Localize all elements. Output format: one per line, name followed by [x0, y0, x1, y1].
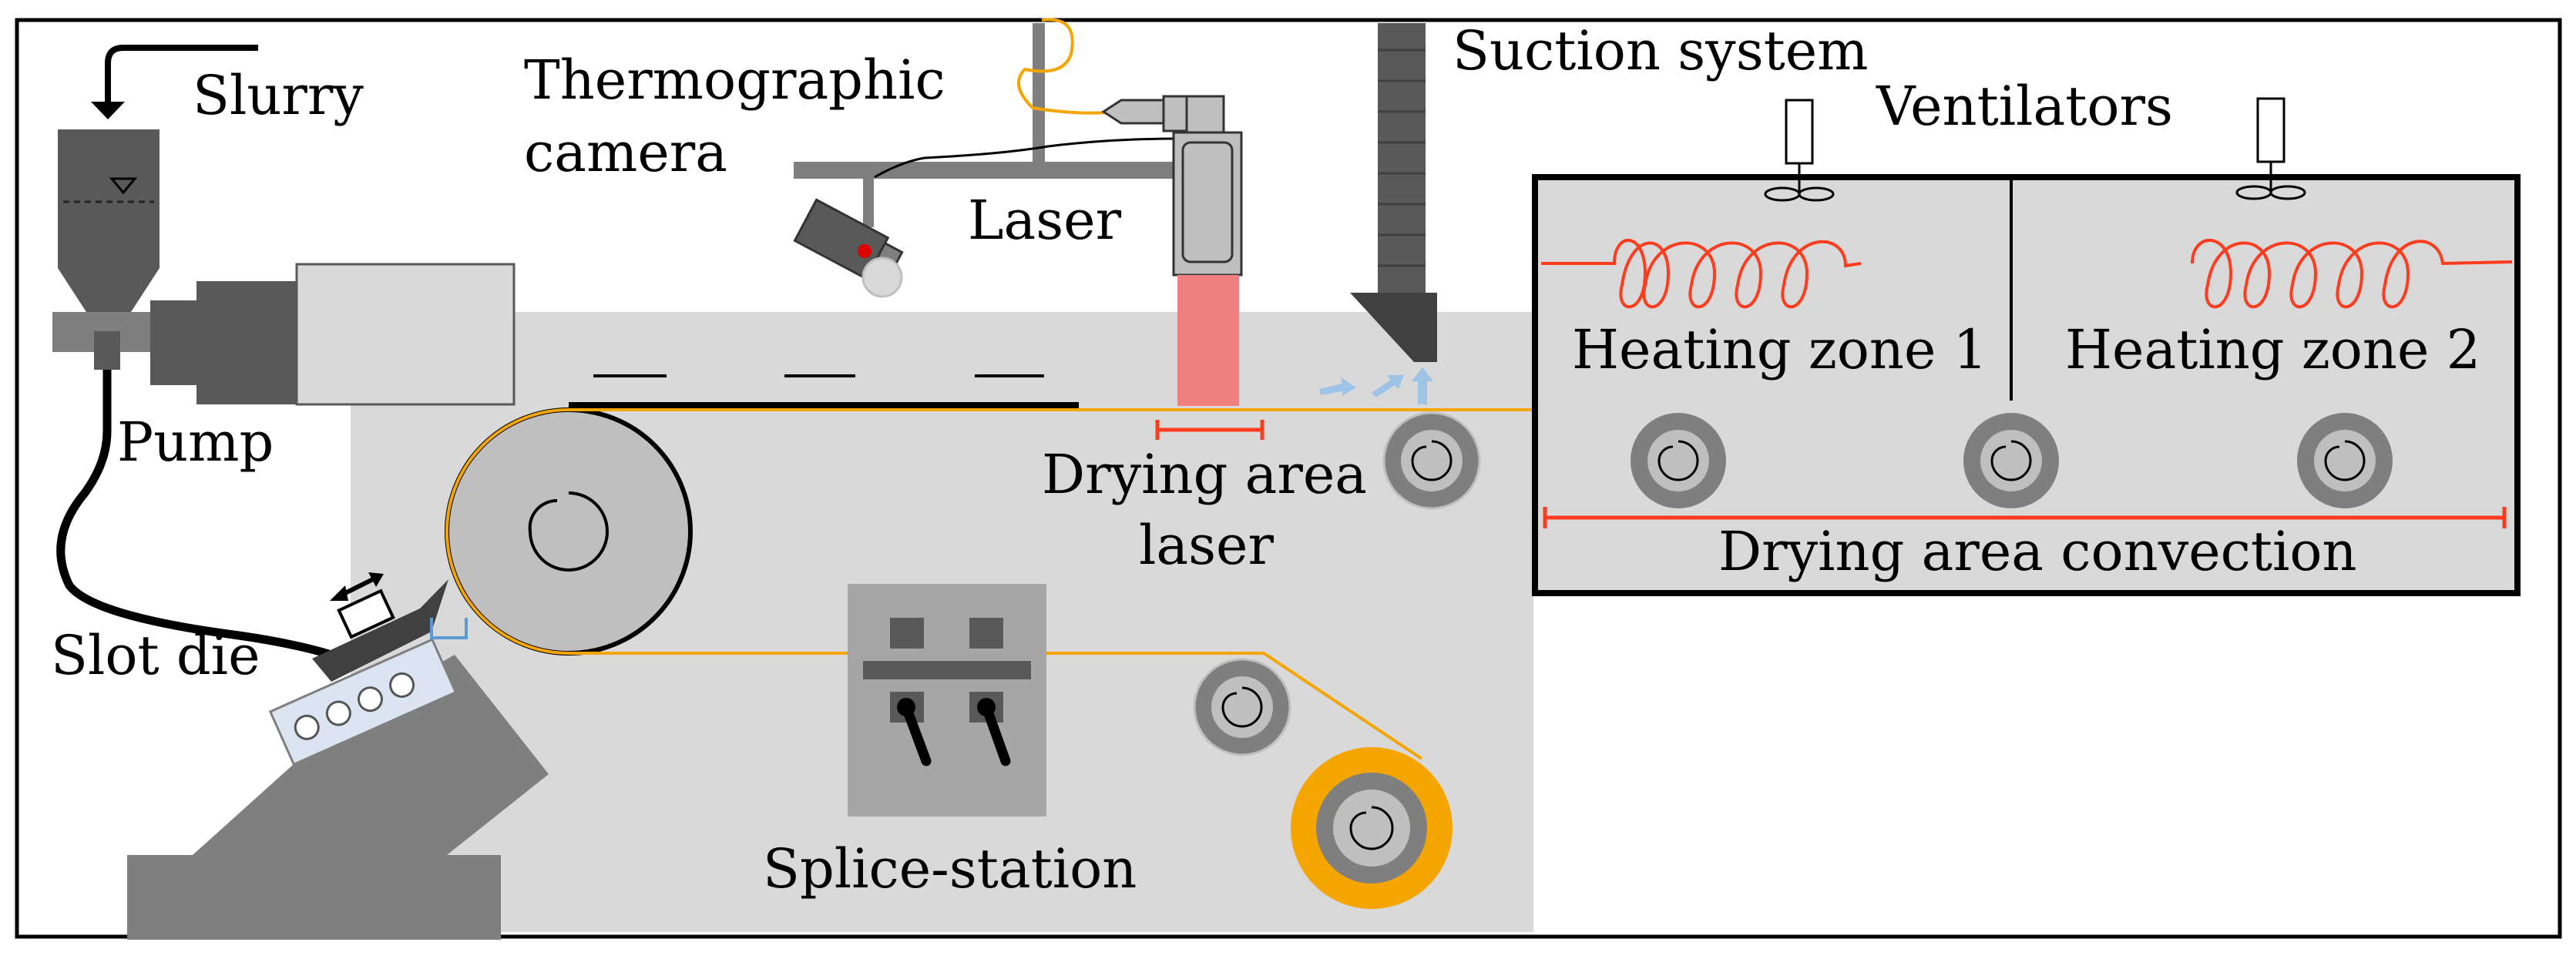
suction-system-label: Suction system	[1453, 19, 1869, 82]
slurry-label: Slurry	[193, 64, 364, 127]
splice-clamp-right	[969, 618, 1003, 649]
thermographic-camera-label-line1: Thermographic	[524, 49, 945, 112]
camera-cable	[874, 137, 1180, 179]
slot-die-block	[337, 588, 395, 639]
splice-station	[848, 584, 1046, 816]
slurry-arrowhead-icon	[91, 102, 125, 119]
hopper-cone	[58, 268, 160, 312]
airflow-arrow-icon	[1319, 377, 1356, 396]
drum-spiral	[528, 491, 609, 572]
roller-spiral	[1411, 440, 1453, 481]
carriage-wheel	[294, 714, 320, 740]
drying-area-convection-label: Drying area convection	[1718, 520, 2357, 583]
suction-duct	[1378, 23, 1426, 293]
ventilator-motor	[2256, 97, 2285, 163]
roller-spiral	[1990, 440, 2032, 481]
heating-coil-icon	[1541, 239, 1862, 309]
pump-inlet-block	[94, 331, 120, 370]
airflow-arrow-icon	[1412, 367, 1433, 404]
laser-beam	[1177, 275, 1239, 406]
pump-motor	[196, 281, 297, 404]
camera-indicator-dot	[858, 244, 872, 258]
pump-motor-housing	[295, 263, 516, 406]
foil-drum-wrap	[445, 408, 569, 655]
pump-label: Pump	[117, 411, 274, 474]
slurry-arrow-icon	[105, 45, 258, 108]
splice-lever-knob	[897, 698, 915, 716]
carriage-wheel	[389, 672, 415, 698]
slot-die-stand	[193, 655, 549, 855]
drying-area-laser-label-line2: laser	[1139, 514, 1274, 577]
camera-mount-arm	[794, 162, 1237, 179]
heating-zone-1-label: Heating zone 1	[1572, 318, 1987, 381]
guide-roller-hub	[1401, 430, 1463, 491]
splice-lever-right	[981, 702, 1011, 766]
drying-area-laser-label-line1: Drying area	[1042, 443, 1367, 506]
camera-mount-post	[863, 173, 874, 227]
carriage-wheel	[357, 686, 383, 713]
airflow-arrow-icon	[1372, 375, 1404, 397]
thermographic-camera-label-line2: camera	[524, 121, 727, 184]
roll-spiral	[1349, 806, 1394, 850]
slot-die-adjust-arrowhead-icon	[330, 585, 348, 601]
splice-lever-left	[901, 702, 932, 766]
hopper	[58, 129, 160, 268]
fan-icon	[1798, 186, 1835, 202]
laser-cable	[1017, 18, 1125, 115]
laser-head-panel	[1181, 141, 1234, 263]
splice-bar	[863, 661, 1031, 679]
dryer-roller-hub	[1647, 430, 1709, 491]
dryer-roller-hub	[2314, 430, 2376, 491]
laser-label: Laser	[968, 189, 1122, 252]
ventilator-motor	[1785, 99, 1814, 165]
fan-icon	[2269, 185, 2306, 200]
laser-head-top	[1185, 95, 1225, 136]
heating-zone-2-label: Heating zone 2	[2065, 318, 2480, 381]
splice-lever-knob	[977, 698, 996, 716]
slot-die-adjust-arrowhead-icon	[368, 572, 384, 587]
ventilators-label: Ventilators	[1876, 75, 2173, 138]
slot-die-head	[312, 579, 448, 682]
heating-coil-icon	[2191, 238, 2513, 309]
coating-gap-bracket	[430, 618, 468, 639]
guide-roller-hub	[1211, 676, 1273, 738]
pump-coupling	[150, 300, 204, 385]
carriage-wheel	[325, 700, 351, 726]
splice-clamp-left	[890, 618, 924, 649]
slot-die-label: Slot die	[51, 624, 260, 687]
suction-hood	[1350, 293, 1437, 362]
roller-spiral	[1221, 686, 1263, 728]
dryer-roller-hub	[1980, 430, 2042, 491]
foil-path-lower	[569, 652, 1423, 760]
roller-spiral	[1657, 440, 1699, 481]
roller-spiral	[2324, 440, 2366, 481]
level-marker-icon	[109, 177, 138, 195]
splice-station-label: Splice-station	[763, 837, 1137, 900]
camera-lens-glass	[861, 257, 903, 298]
laser-mount-post	[1033, 23, 1045, 169]
slot-die-base	[127, 855, 501, 940]
slurry-hose	[56, 370, 333, 659]
foil-roll-hub	[1333, 790, 1410, 867]
